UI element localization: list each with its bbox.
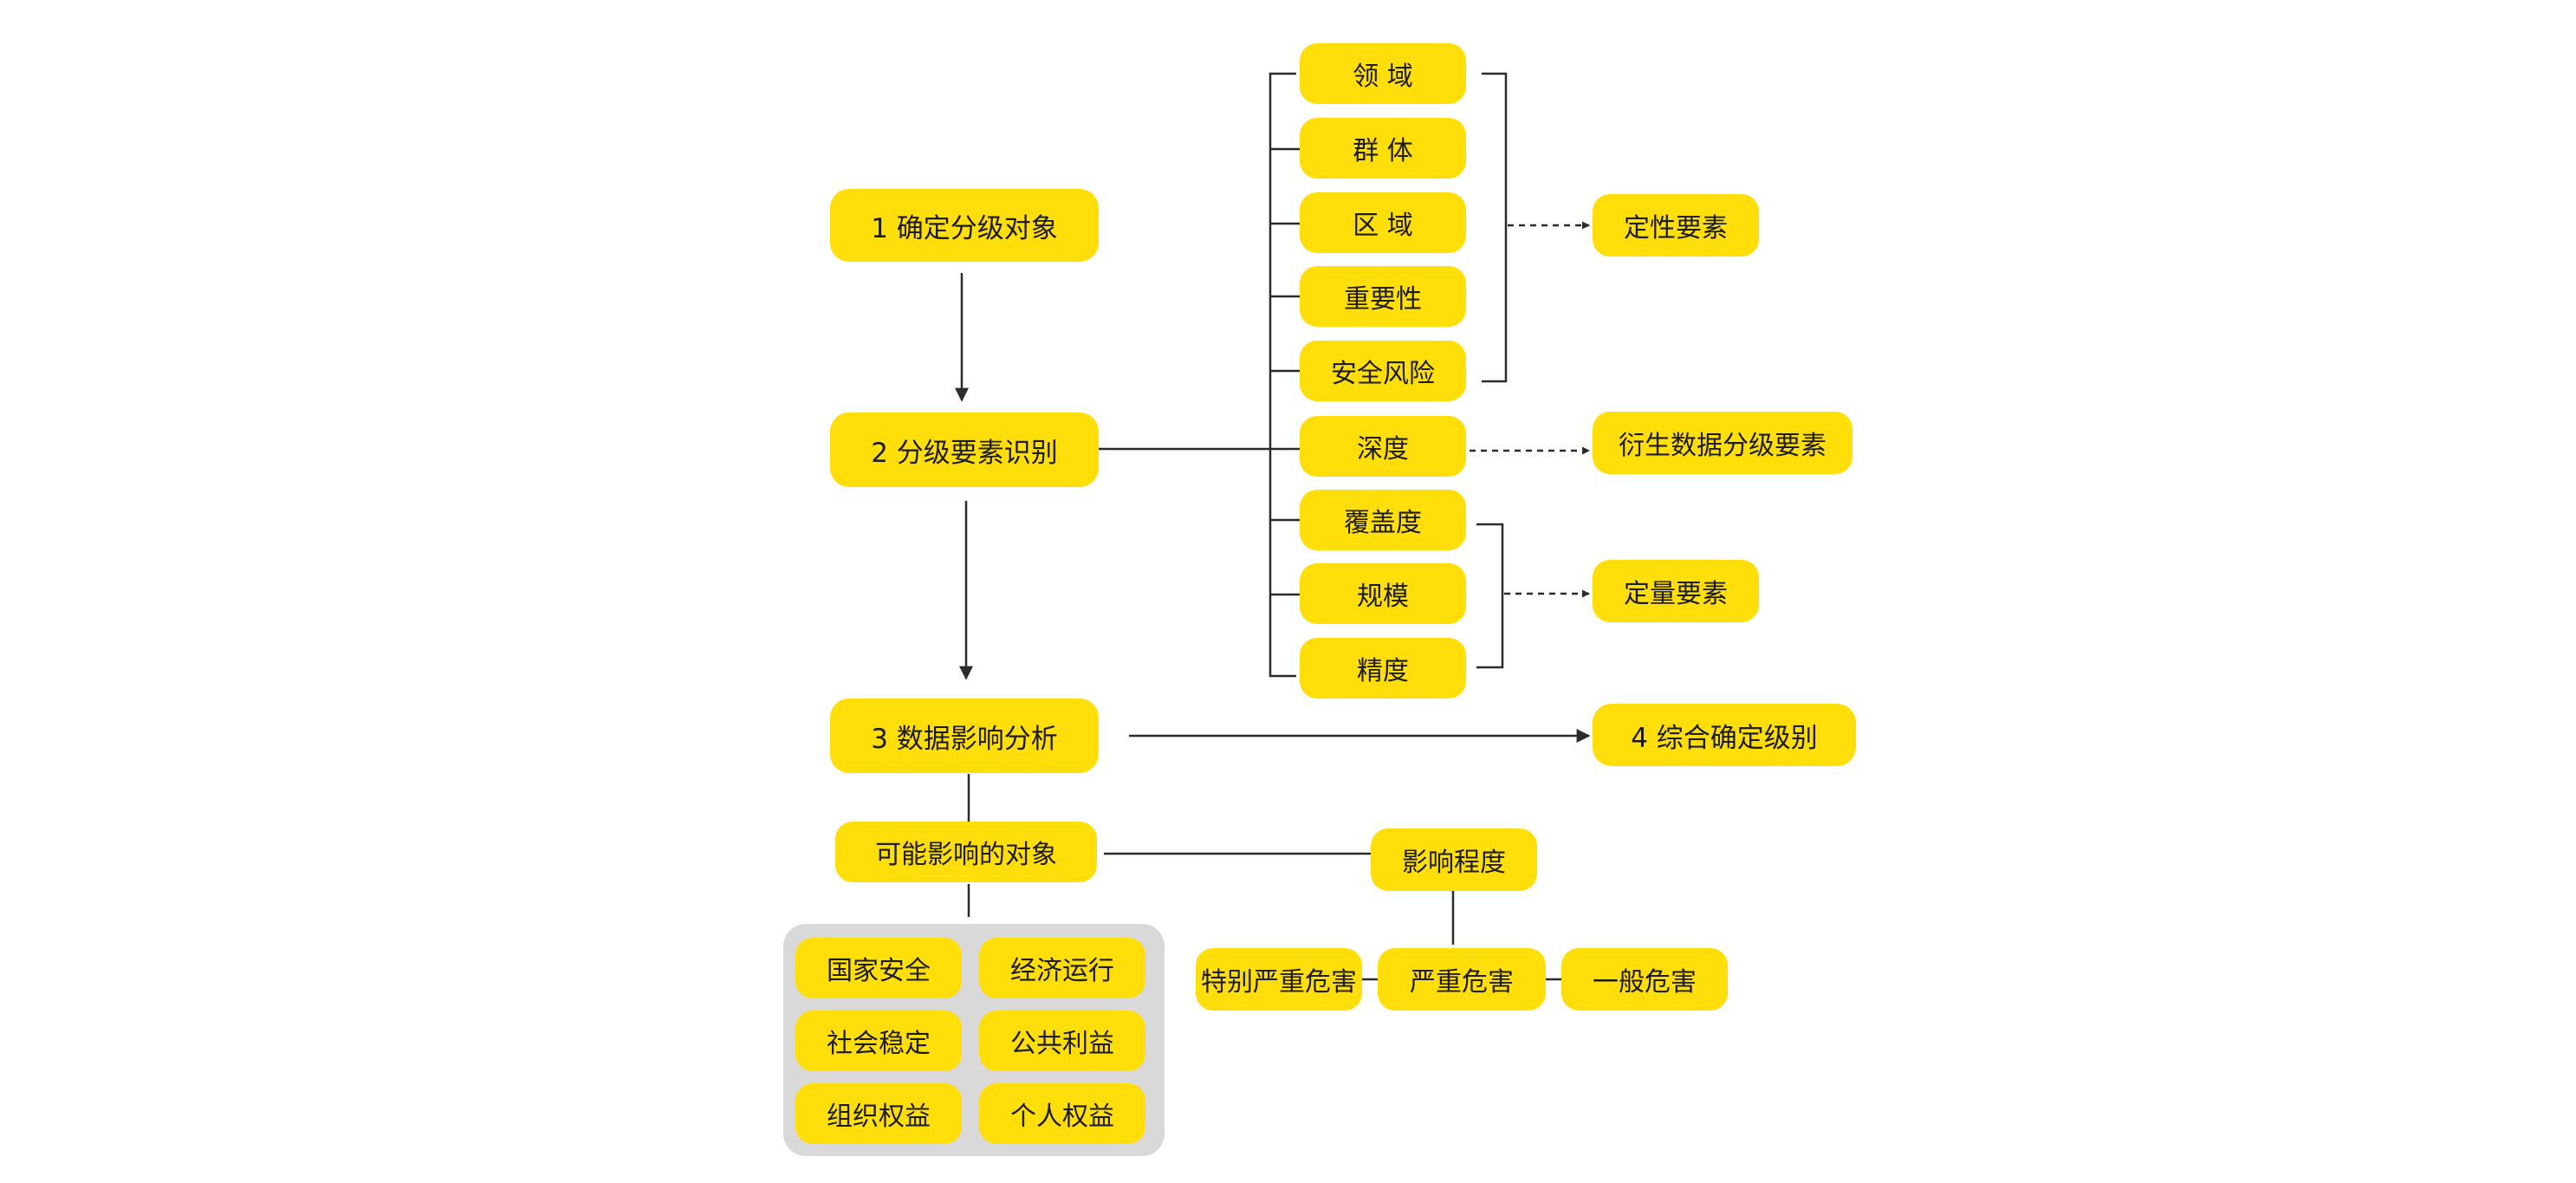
level-general-label: 一般危害 bbox=[1593, 967, 1697, 998]
impact-objects-node: 可能影响的对象 bbox=[835, 822, 1097, 882]
element-coverage-label: 覆盖度 bbox=[1344, 508, 1422, 538]
element-group-label: 群 体 bbox=[1353, 136, 1413, 166]
object-social-stability-label: 社会稳定 bbox=[827, 1029, 931, 1059]
level-serious: 严重危害 bbox=[1378, 948, 1546, 1011]
element-group: 群 体 bbox=[1300, 118, 1466, 179]
object-national-security: 国家安全 bbox=[795, 938, 962, 998]
element-precision: 精度 bbox=[1300, 638, 1466, 699]
quantitative-elements-label: 定量要素 bbox=[1624, 579, 1728, 609]
step-4-node: 4 综合确定级别 bbox=[1593, 704, 1856, 766]
object-personal-rights: 个人权益 bbox=[979, 1083, 1145, 1144]
element-importance-label: 重要性 bbox=[1344, 284, 1422, 315]
object-personal-rights-label: 个人权益 bbox=[1010, 1102, 1114, 1132]
qualitative-bracket bbox=[1482, 72, 1508, 383]
step-3-label: 3 数据影响分析 bbox=[871, 723, 1058, 755]
element-region: 区 域 bbox=[1300, 192, 1466, 253]
element-importance: 重要性 bbox=[1300, 266, 1466, 327]
element-security-risk: 安全风险 bbox=[1300, 341, 1466, 401]
element-region-label: 区 域 bbox=[1353, 211, 1413, 241]
derived-elements-label: 衍生数据分级要素 bbox=[1619, 431, 1827, 461]
element-scale: 规模 bbox=[1300, 563, 1466, 624]
object-social-stability: 社会稳定 bbox=[795, 1011, 962, 1071]
impact-objects-label: 可能影响的对象 bbox=[875, 840, 1057, 870]
object-economic-operation: 经济运行 bbox=[979, 938, 1145, 998]
step-2-node: 2 分级要素识别 bbox=[830, 413, 1099, 487]
object-organization-rights: 组织权益 bbox=[795, 1083, 962, 1144]
object-public-interest-label: 公共利益 bbox=[1010, 1029, 1114, 1059]
object-public-interest: 公共利益 bbox=[979, 1011, 1145, 1071]
impact-degree-label: 影响程度 bbox=[1402, 848, 1506, 878]
derived-elements-node: 衍生数据分级要素 bbox=[1593, 412, 1853, 474]
element-precision-label: 精度 bbox=[1357, 656, 1409, 686]
qualitative-elements-node: 定性要素 bbox=[1593, 194, 1759, 257]
element-domain-label: 领 域 bbox=[1353, 62, 1413, 92]
step-3-node: 3 数据影响分析 bbox=[830, 699, 1099, 773]
level-especially-serious-label: 特别严重危害 bbox=[1201, 967, 1357, 998]
step-2-label: 2 分级要素识别 bbox=[871, 437, 1058, 469]
step-4-label: 4 综合确定级别 bbox=[1631, 722, 1818, 754]
element-coverage: 覆盖度 bbox=[1300, 490, 1466, 550]
element-depth: 深度 bbox=[1300, 416, 1466, 477]
object-national-security-label: 国家安全 bbox=[827, 956, 931, 986]
element-security-risk-label: 安全风险 bbox=[1331, 359, 1435, 389]
level-serious-label: 严重危害 bbox=[1410, 967, 1514, 998]
object-organization-rights-label: 组织权益 bbox=[827, 1102, 931, 1132]
step-1-node: 1 确定分级对象 bbox=[830, 189, 1099, 262]
level-especially-serious: 特别严重危害 bbox=[1196, 948, 1362, 1011]
qualitative-elements-label: 定性要素 bbox=[1624, 213, 1728, 244]
quantitative-bracket bbox=[1476, 523, 1504, 669]
element-scale-label: 规模 bbox=[1357, 582, 1409, 612]
impact-degree-node: 影响程度 bbox=[1371, 829, 1537, 891]
step-1-label: 1 确定分级对象 bbox=[871, 212, 1058, 244]
elements-left-bracket bbox=[1269, 72, 1296, 678]
element-depth-label: 深度 bbox=[1357, 434, 1409, 465]
object-economic-operation-label: 经济运行 bbox=[1010, 956, 1114, 986]
level-general: 一般危害 bbox=[1561, 948, 1728, 1011]
quantitative-elements-node: 定量要素 bbox=[1593, 560, 1759, 622]
element-domain: 领 域 bbox=[1300, 43, 1466, 104]
